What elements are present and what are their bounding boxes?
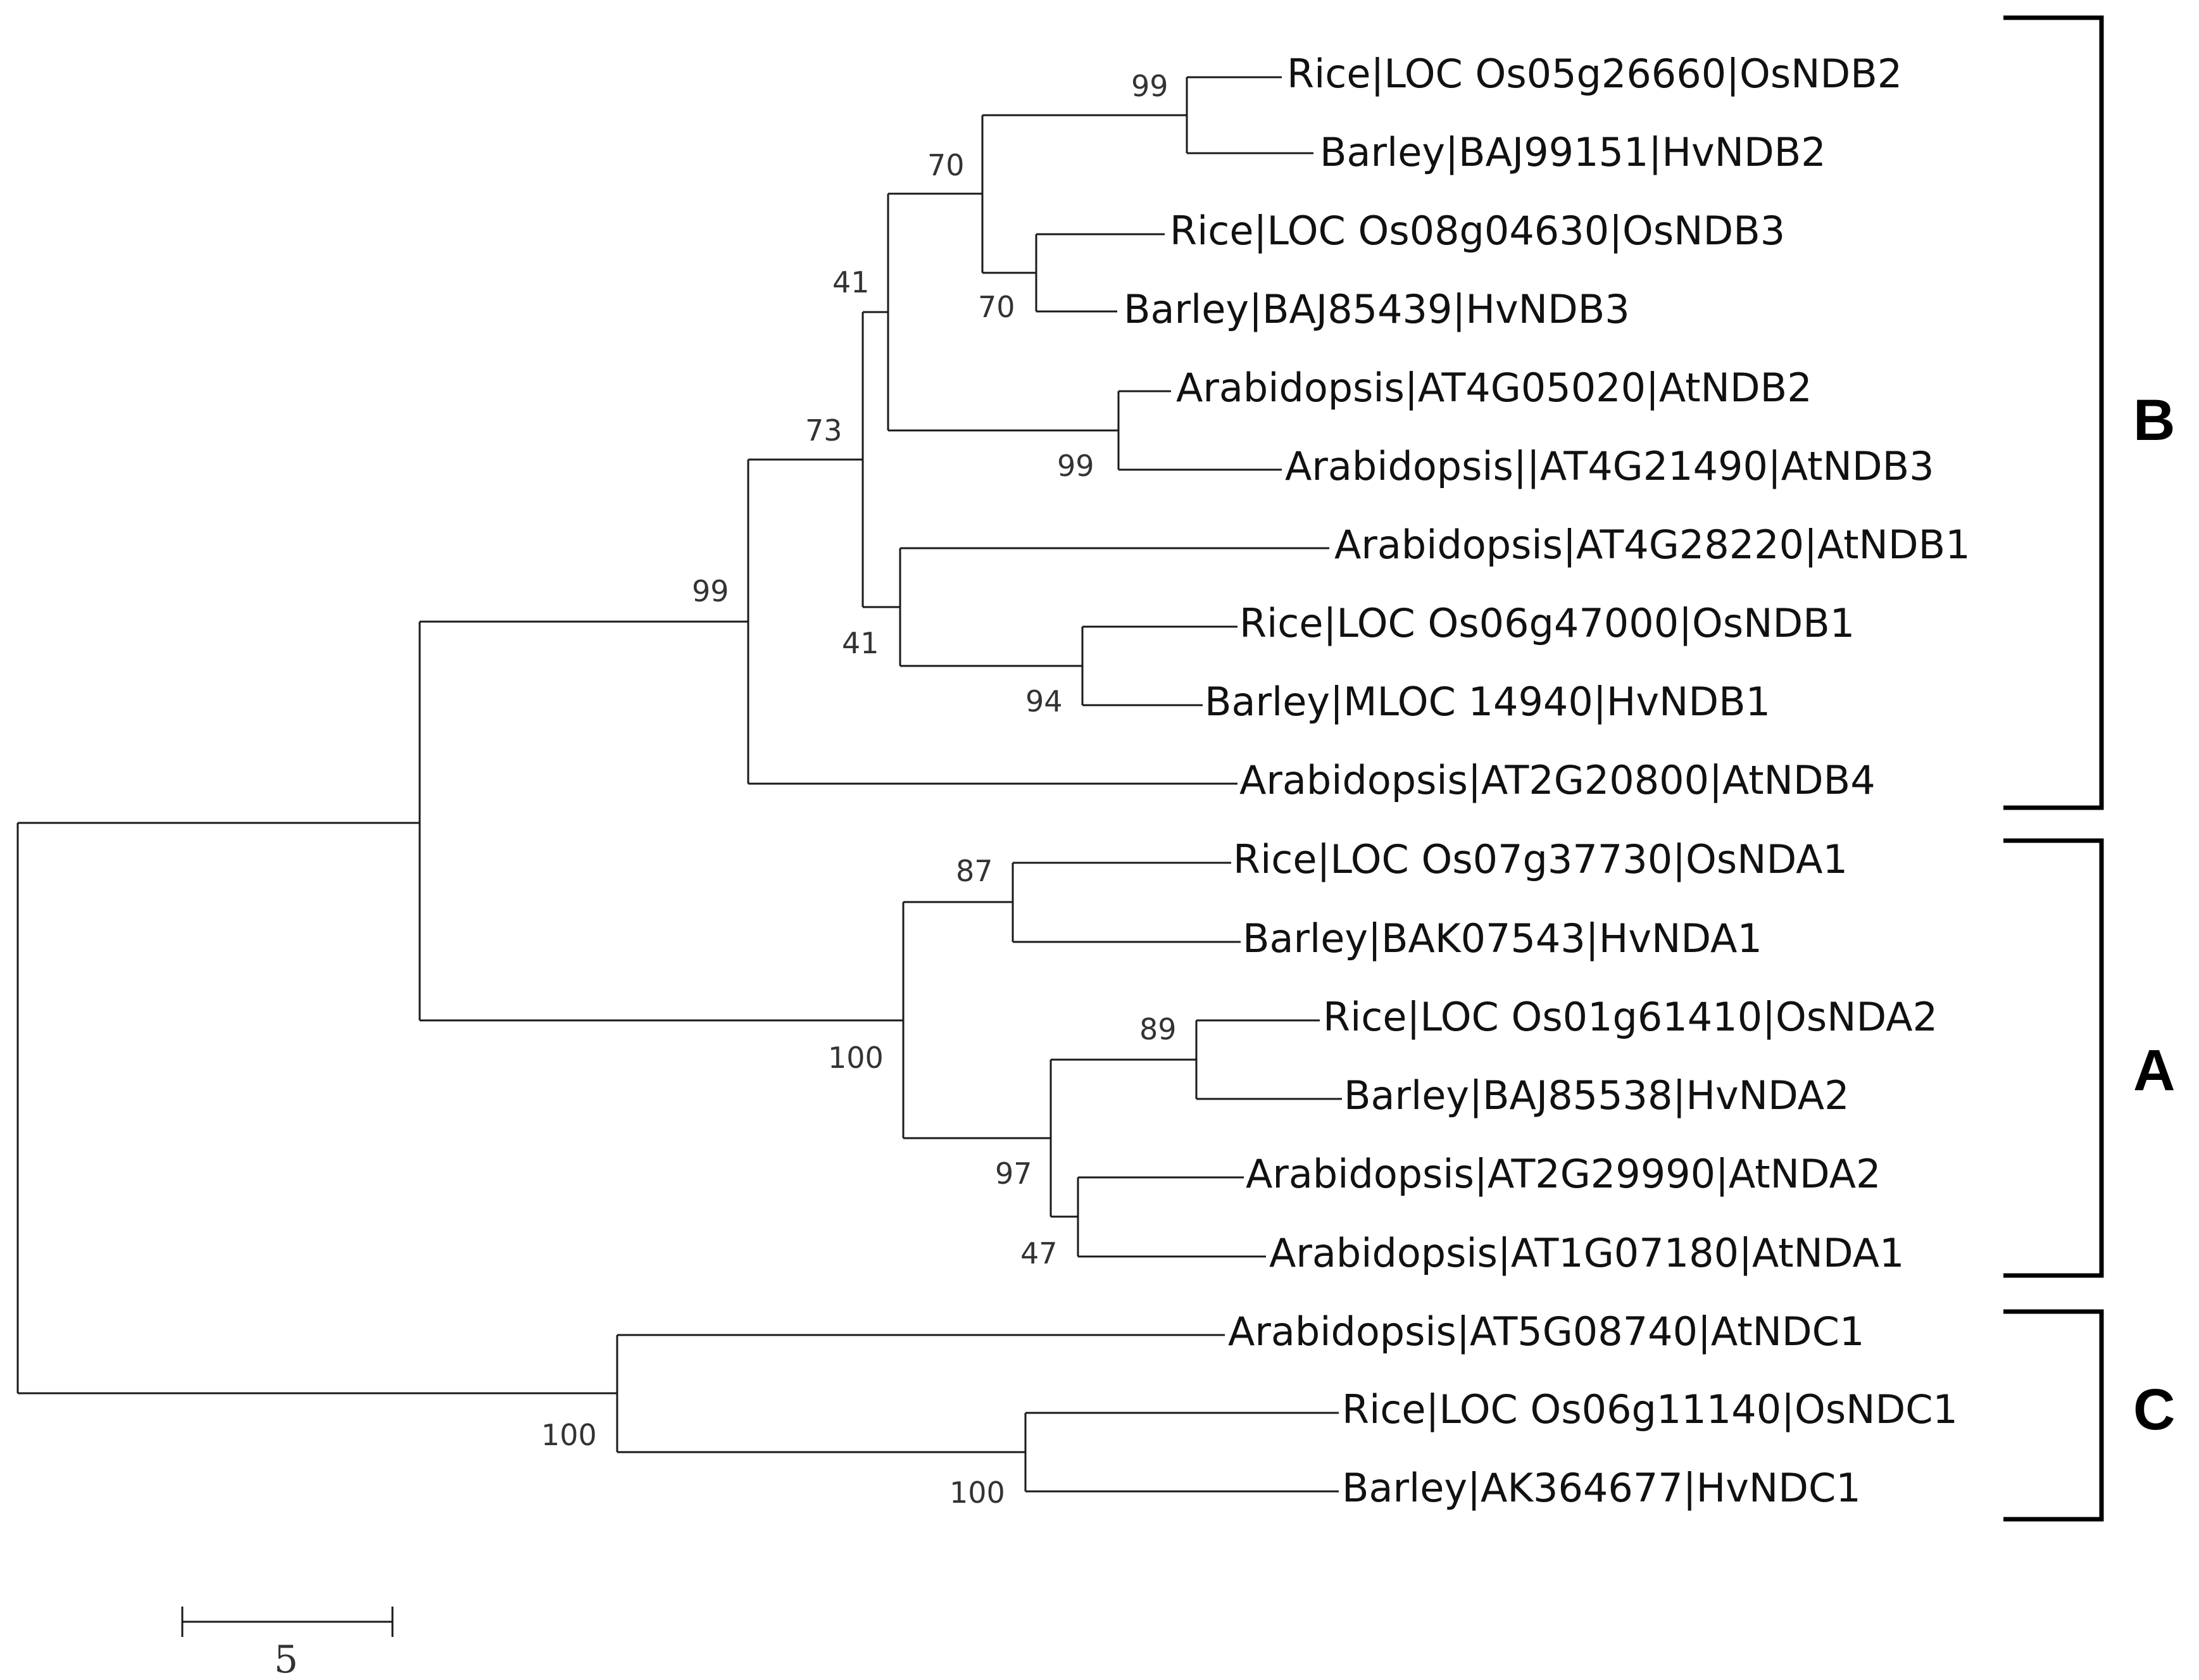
bootstrap-value: 100: [828, 1041, 884, 1075]
bootstrap-value: 41: [832, 265, 870, 299]
bootstrap-value: 70: [978, 290, 1015, 324]
bootstrap-value: 41: [842, 626, 879, 660]
bootstrap-value: 99: [1057, 449, 1094, 483]
leaf-label: Arabidopsis|AT1G07180|AtNDA1: [1269, 1230, 1904, 1277]
bootstrap-value: 94: [1025, 684, 1063, 718]
scale-bar: 5: [181, 1607, 394, 1680]
leaf-label: Arabidopsis|AT4G28220|AtNDB1: [1334, 522, 1970, 568]
branches-backbone: [16, 620, 1339, 1493]
bootstrap-value: 73: [805, 413, 843, 448]
bootstrap-value: 99: [1131, 69, 1168, 103]
clade-bracket-c: [2003, 1309, 2104, 1522]
leaf-label: Rice|LOC Os07g37730|OsNDA1: [1233, 836, 1848, 883]
leaf-label: Barley|MLOC 14940|HvNDB1: [1205, 679, 1770, 725]
leaf-label: Barley|BAJ85439|HvNDB3: [1124, 286, 1630, 333]
clade-bracket-b: [2003, 15, 2104, 810]
leaf-label: Rice|LOC Os08g04630|OsNDB3: [1170, 208, 1785, 254]
branches-clade-a: [902, 862, 1342, 1258]
leaf-label: Barley|BAK07543|HvNDA1: [1243, 915, 1762, 962]
bootstrap-value: 89: [1139, 1012, 1177, 1046]
bootstrap-value: 70: [927, 148, 965, 182]
clade-label-b: B: [2133, 388, 2175, 453]
bootstrap-value: 100: [541, 1418, 597, 1452]
bootstrap-value: 100: [949, 1476, 1005, 1510]
leaf-label: Arabidopsis|AT2G20800|AtNDB4: [1239, 757, 1876, 804]
leaf-label: Arabidopsis|AT2G29990|AtNDA2: [1246, 1151, 1881, 1198]
bootstrap-value: 99: [692, 574, 729, 608]
bootstrap-value: 97: [995, 1157, 1032, 1191]
leaf-label: Barley|BAJ85538|HvNDA2: [1344, 1072, 1850, 1119]
scale-bar-label: 5: [274, 1638, 298, 1680]
leaf-label: Arabidopsis||AT4G21490|AtNDB3: [1285, 443, 1934, 490]
bootstrap-value: 47: [1020, 1236, 1058, 1270]
clade-label-c: C: [2133, 1377, 2175, 1442]
leaf-labels: Rice|LOC Os05g26660|OsNDB2 Barley|BAJ991…: [1124, 51, 1970, 1512]
bootstrap-value: 87: [956, 854, 993, 888]
clade-bracket-a: [2003, 838, 2104, 1278]
leaf-label: Rice|LOC Os01g61410|OsNDA2: [1323, 994, 1938, 1041]
leaf-label: Arabidopsis|AT4G05020|AtNDB2: [1176, 365, 1812, 411]
leaf-label: Rice|LOC Os05g26660|OsNDB2: [1287, 51, 1902, 97]
leaf-label: Barley|BAJ99151|HvNDB2: [1320, 129, 1826, 176]
leaf-label: Arabidopsis|AT5G08740|AtNDC1: [1228, 1308, 1864, 1355]
leaf-label: Rice|LOC Os06g11140|OsNDC1: [1342, 1386, 1958, 1433]
clade-label-a: A: [2133, 1038, 2175, 1103]
leaf-label: Barley|AK364677|HvNDC1: [1342, 1465, 1861, 1512]
leaf-label: Rice|LOC Os06g47000|OsNDB1: [1239, 600, 1855, 647]
bootstrap-values: 99 70 70 41 99 73 41 94 99 87 100 89 97 …: [541, 69, 1177, 1510]
clade-brackets: B A C: [2003, 15, 2175, 1522]
